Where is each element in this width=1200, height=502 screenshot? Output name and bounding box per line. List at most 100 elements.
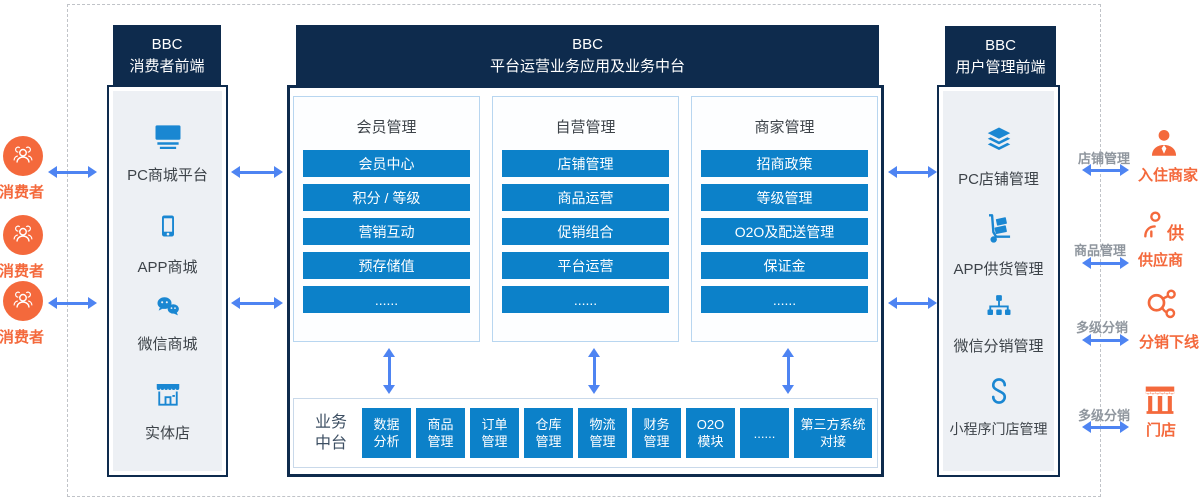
smartphone-icon xyxy=(156,209,180,248)
module-line1: 财务 xyxy=(643,417,670,432)
middle-platform-label-line1: 业务 xyxy=(314,414,347,431)
module-o2o: O2O 模块 xyxy=(686,408,735,458)
header-line1: BBC xyxy=(151,36,183,53)
module-logistics-management: 物流 管理 xyxy=(578,408,627,458)
module-line1: ...... xyxy=(753,425,776,441)
relation-label-multilevel-distribution-2: 多级分销 xyxy=(1078,408,1131,423)
middle-platform-label-line2: 中台 xyxy=(314,435,347,452)
module-button: ...... xyxy=(502,286,669,313)
distribution-icon xyxy=(1143,287,1179,328)
module-button: 会员中心 xyxy=(303,150,470,177)
entity-label-store: 门店 xyxy=(1146,422,1177,439)
diagram-boundary xyxy=(67,4,1101,497)
module-line2: 管理 xyxy=(481,434,508,449)
relation-label-multilevel-distribution-1: 多级分销 xyxy=(1076,320,1129,335)
card-button-list: 招商政策 等级管理 O2O及配送管理 保证金 ...... xyxy=(692,150,877,313)
module-button: 促销组合 xyxy=(502,218,669,245)
card-button-list: 会员中心 积分 / 等级 营销互动 预存储值 ...... xyxy=(294,150,479,313)
arrow-consumer-to-frontend-2 xyxy=(48,297,97,309)
consumers-icon xyxy=(3,281,43,321)
module-button: 营销互动 xyxy=(303,218,470,245)
channel-label: 微信分销管理 xyxy=(953,338,1044,355)
channel-wechat-mall: 微信商城 xyxy=(113,292,222,354)
module-button: 平台运营 xyxy=(502,252,669,279)
middle-platform-label: 业务 中台 xyxy=(307,412,355,454)
module-finance-management: 财务 管理 xyxy=(632,408,681,458)
header-line1: BBC xyxy=(985,37,1016,54)
module-line1: 仓库 xyxy=(535,417,562,432)
module-line1: 物流 xyxy=(589,417,616,432)
consumer-group: 消费者 xyxy=(0,281,44,347)
entity-label-distributor: 分销下线 xyxy=(1139,334,1200,351)
module-line2: 管理 xyxy=(427,434,454,449)
module-order-management: 订单 管理 xyxy=(470,408,519,458)
channel-label: PC店铺管理 xyxy=(958,171,1039,188)
arrow-platform-to-userfrontend-2 xyxy=(888,297,937,309)
module-button: ...... xyxy=(303,286,470,313)
consumer-frontend-header: BBC 消费者前端 xyxy=(113,25,221,87)
card-title: 商家管理 xyxy=(754,119,815,136)
entity-label-supplier: 供应商 xyxy=(1138,252,1184,269)
channel-app-mall: APP商城 xyxy=(113,209,222,277)
channel-label: 小程序门店管理 xyxy=(949,421,1048,437)
channel-label: APP供货管理 xyxy=(953,261,1044,278)
channel-miniprogram-store-management: 小程序门店管理 xyxy=(943,376,1054,439)
relation-label-product-management: 商品管理 xyxy=(1074,243,1127,258)
module-button: 预存储值 xyxy=(303,252,470,279)
module-button: 招商政策 xyxy=(701,150,868,177)
channel-pc-shop-management: PC店铺管理 xyxy=(943,125,1054,189)
module-ellipsis: ...... xyxy=(740,408,789,458)
arrow-card-to-middle-platform-1 xyxy=(383,348,395,394)
supplier-icon xyxy=(1138,209,1170,246)
module-line1: 第三方系统 xyxy=(800,417,866,432)
business-middle-platform: 业务 中台 数据 分析 商品 管理 订单 管理 仓库 管理 物流 管理 xyxy=(293,398,878,468)
module-third-party-integration: 第三方系统 对接 xyxy=(794,408,872,458)
module-button: 店铺管理 xyxy=(502,150,669,177)
channel-label: APP商城 xyxy=(137,259,198,276)
platform-operations-header: BBC 平台运营业务应用及业务中台 xyxy=(296,25,879,88)
module-button: 等级管理 xyxy=(701,184,868,211)
arrow-to-settled-merchant xyxy=(1082,164,1129,176)
arrow-card-to-middle-platform-2 xyxy=(588,348,600,394)
module-line2: 管理 xyxy=(589,434,616,449)
module-line2: 对接 xyxy=(819,434,846,449)
management-cards: 会员管理 会员中心 积分 / 等级 营销互动 预存储值 ...... 自营管理 … xyxy=(293,96,878,342)
header-line2: 平台运营业务应用及业务中台 xyxy=(489,58,685,75)
merchant-icon xyxy=(1147,126,1181,165)
module-warehouse-management: 仓库 管理 xyxy=(524,408,573,458)
module-button: O2O及配送管理 xyxy=(701,218,868,245)
header-line1: BBC xyxy=(572,36,603,53)
channel-label: PC商城平台 xyxy=(127,167,208,184)
layers-icon xyxy=(983,125,1015,160)
wechat-icon xyxy=(152,292,184,325)
consumer-label: 消费者 xyxy=(0,184,45,201)
card-title: 自营管理 xyxy=(555,119,616,136)
channel-label: 微信商城 xyxy=(137,336,198,353)
arrow-platform-to-userfrontend-1 xyxy=(888,166,937,178)
arrow-consumer-to-frontend-1 xyxy=(48,166,97,178)
channel-wechat-distribution-management: 微信分销管理 xyxy=(943,292,1054,356)
module-line1: 订单 xyxy=(481,417,508,432)
card-member-management: 会员管理 会员中心 积分 / 等级 营销互动 预存储值 ...... xyxy=(293,96,480,342)
card-self-operation-management: 自营管理 店铺管理 商品运营 促销组合 平台运营 ...... xyxy=(492,96,679,342)
arrow-card-to-middle-platform-3 xyxy=(782,348,794,394)
user-management-frontend-panel: PC店铺管理 APP供货管理 xyxy=(937,85,1060,477)
module-line1: 数据 xyxy=(373,417,400,432)
supplier-side-char: 供 xyxy=(1167,224,1184,243)
storefront-icon xyxy=(152,379,184,414)
relation-label-shop-management: 店铺管理 xyxy=(1078,151,1131,166)
channel-app-supply-management: APP供货管理 xyxy=(943,211,1054,279)
arrow-to-distributor xyxy=(1082,334,1129,346)
module-product-management: 商品 管理 xyxy=(416,408,465,458)
module-button: 商品运营 xyxy=(502,184,669,211)
consumer-frontend-panel-body: PC商城平台 APP商城 xyxy=(113,91,222,471)
arrow-to-supplier xyxy=(1082,257,1129,269)
consumer-group: 消费者 xyxy=(0,215,44,281)
entity-label-settled-merchant: 入住商家 xyxy=(1138,167,1199,184)
arrow-frontend-to-platform-2 xyxy=(231,297,283,309)
arrow-to-store xyxy=(1082,421,1129,433)
module-button: ...... xyxy=(701,286,868,313)
consumer-frontend-panel: PC商城平台 APP商城 xyxy=(107,85,228,477)
user-management-frontend-header: BBC 用户管理前端 xyxy=(945,26,1056,86)
